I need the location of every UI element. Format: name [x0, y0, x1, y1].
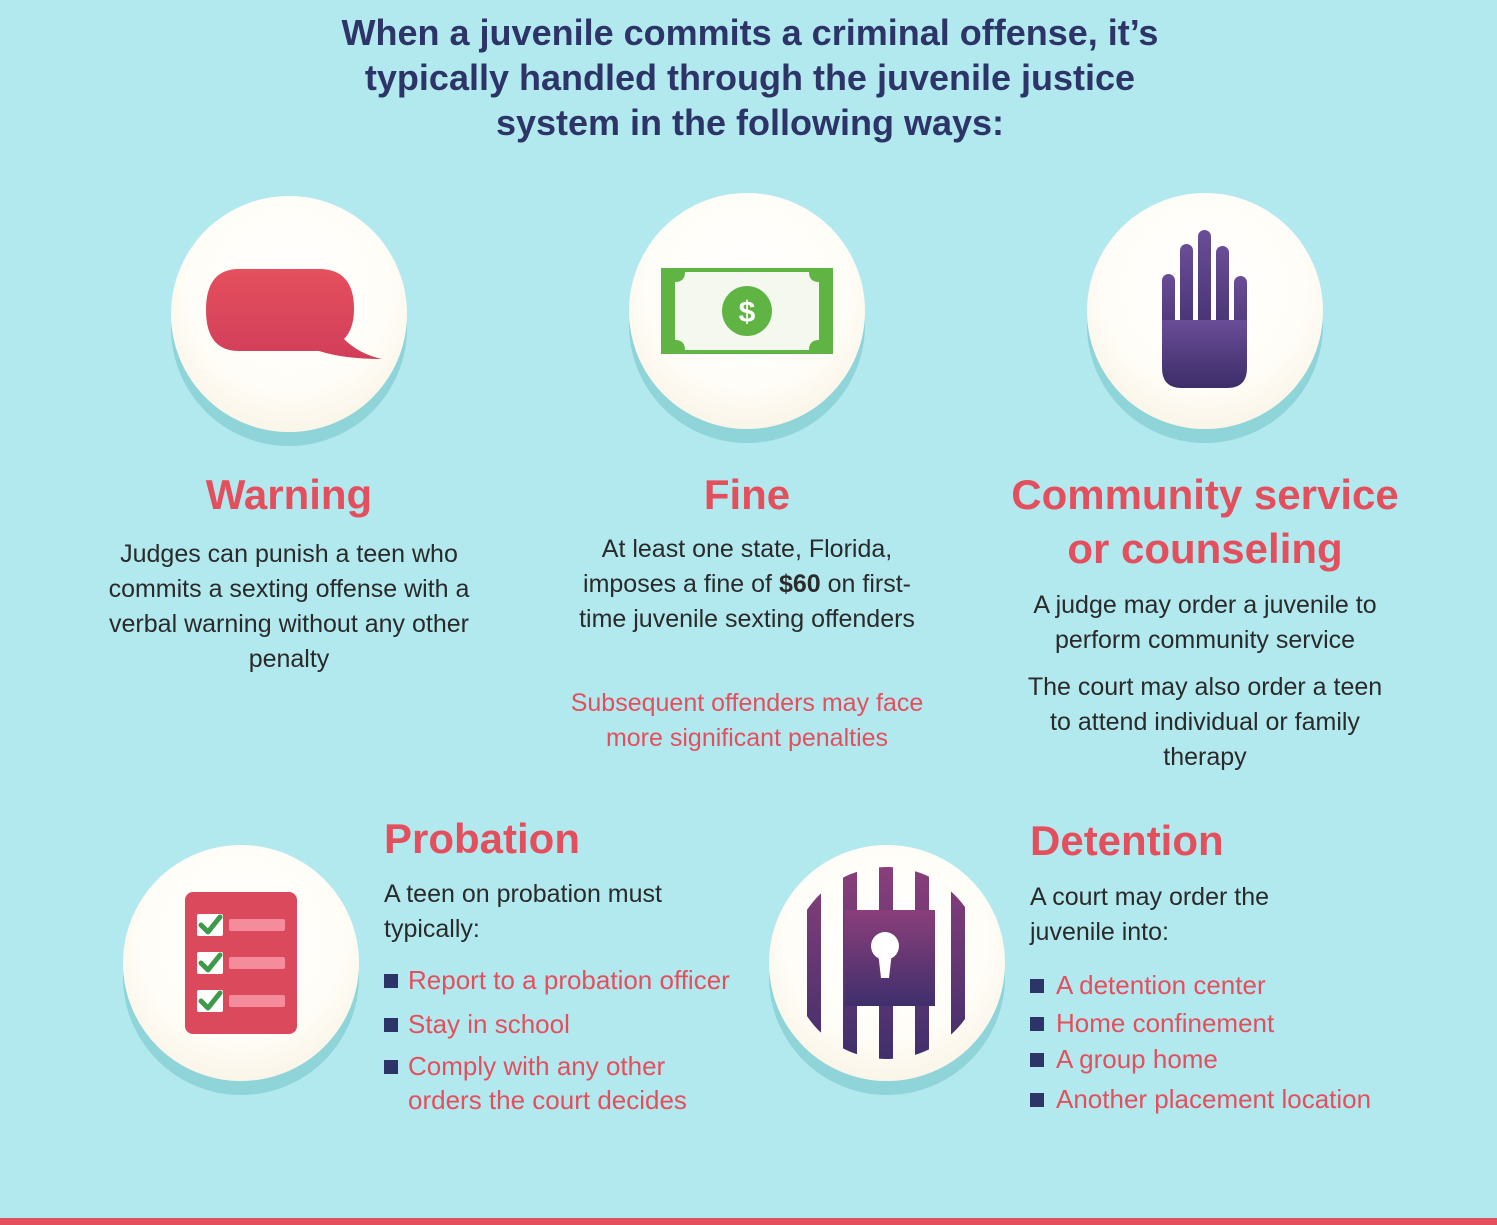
- warning-title: Warning: [205, 471, 373, 518]
- probation-icon-circle: [123, 845, 359, 1081]
- stop-hand-icon: [1162, 230, 1247, 388]
- bullet-square-icon: [1030, 1017, 1044, 1031]
- checklist-row-3: [197, 990, 285, 1012]
- checklist-row-1: [197, 914, 285, 936]
- bullet-square-icon: [1030, 1053, 1044, 1067]
- detention-list: A detention center Home confinement A gr…: [1030, 968, 1430, 1116]
- detention-list-item: Another placement location: [1030, 1082, 1430, 1116]
- detention-intro: A court may order the juvenile into:: [1030, 883, 1270, 946]
- speech-bubble-icon: [206, 269, 382, 359]
- intro-heading: When a juvenile commits a criminal offen…: [341, 12, 1159, 143]
- fine-text: At least one state, Florida, imposes a f…: [577, 532, 917, 637]
- fine-icon-circle: $: [629, 193, 865, 429]
- fine-note: Subsequent offenders may face more signi…: [570, 689, 924, 752]
- jail-bars-icon: [807, 867, 965, 1059]
- community-text1: A judge may order a juvenile to perform …: [1033, 591, 1377, 654]
- detention-list-item: A group home: [1030, 1042, 1430, 1076]
- fine-amount: $60: [778, 570, 821, 598]
- probation-list-item: Stay in school: [384, 1007, 754, 1041]
- probation-title: Probation: [384, 815, 580, 862]
- probation-list-item: Comply with any other orders the court d…: [384, 1049, 708, 1117]
- bullet-square-icon: [384, 1018, 398, 1032]
- community-text2: The court may also order a teen to atten…: [1027, 673, 1383, 771]
- dollar-symbol: $: [739, 296, 756, 329]
- dollar-bill-icon: $: [661, 268, 833, 354]
- warning-icon-circle: [171, 196, 407, 432]
- bullet-square-icon: [384, 1060, 398, 1074]
- probation-list-item: Report to a probation officer: [384, 963, 754, 997]
- warning-text: Judges can punish a teen who commits a s…: [108, 540, 470, 673]
- community-icon-circle: [1087, 193, 1323, 429]
- fine-text-after: on first-time juvenile sexting offenders: [579, 570, 915, 633]
- checklist-row-2: [197, 952, 285, 974]
- detention-icon-circle: [769, 845, 1005, 1081]
- detention-list-item: A detention center: [1030, 968, 1430, 1002]
- probation-intro: A teen on probation must typically:: [384, 880, 662, 943]
- community-title-line2: or counseling: [1067, 525, 1343, 572]
- bottom-divider: [0, 1218, 1497, 1225]
- detention-list-item: Home confinement: [1030, 1006, 1430, 1040]
- bullet-square-icon: [1030, 1093, 1044, 1107]
- bullet-square-icon: [384, 974, 398, 988]
- community-title-line1: Community service: [1011, 471, 1399, 518]
- bullet-square-icon: [1030, 979, 1044, 993]
- fine-title: Fine: [703, 471, 791, 518]
- probation-list: Report to a probation officer Stay in sc…: [384, 963, 754, 1117]
- detention-title: Detention: [1030, 817, 1224, 864]
- checklist-icon: [185, 892, 297, 1034]
- fine-text-before: At least one state, Florida, imposes a f…: [583, 535, 893, 598]
- community-title: Community service or counseling: [995, 468, 1415, 576]
